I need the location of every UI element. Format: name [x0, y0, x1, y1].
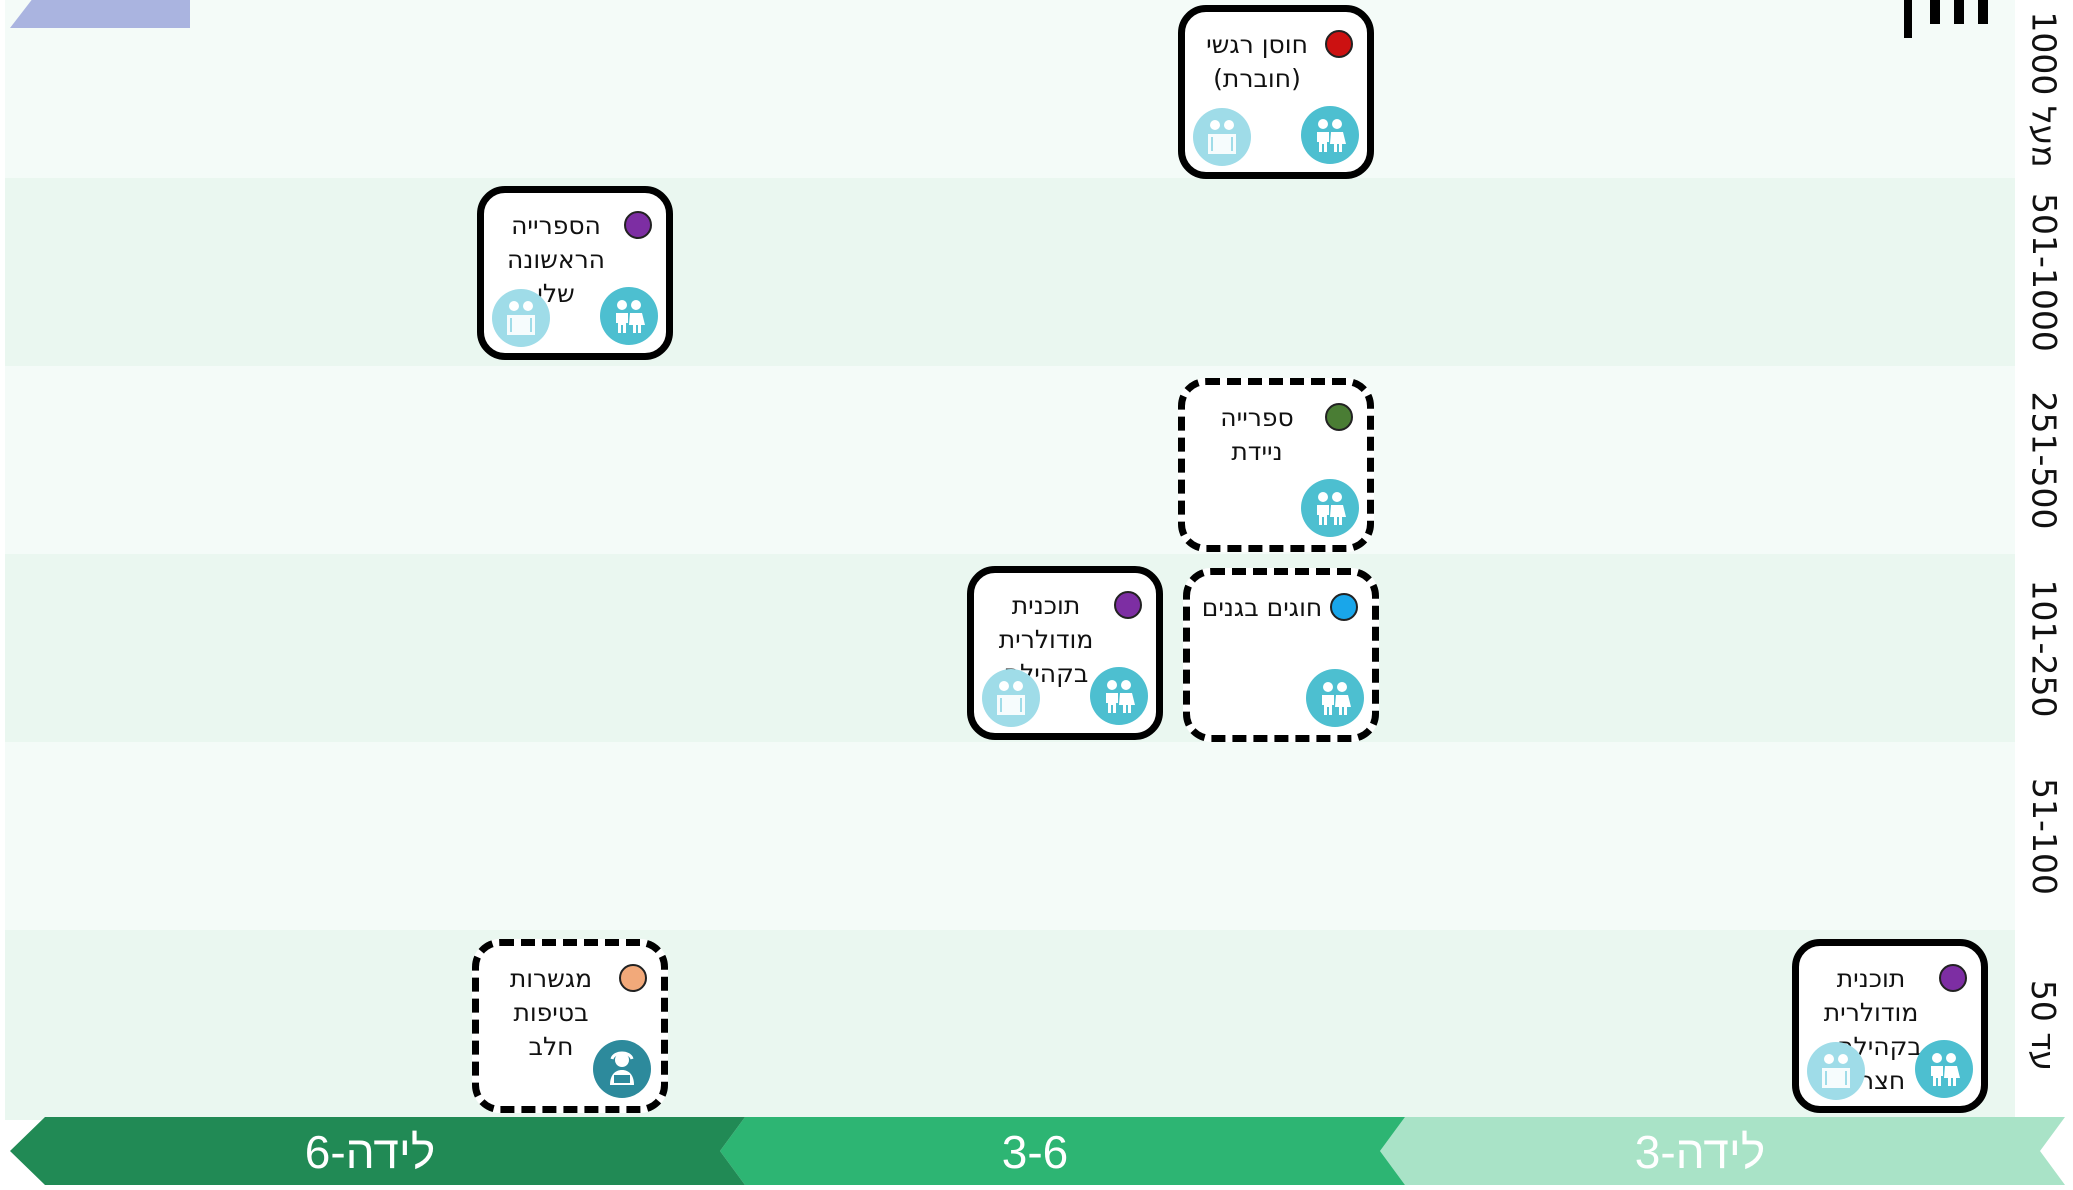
program-title: תוכנית מודולרית בקהילה	[998, 591, 1094, 688]
age-label-birth-6: לידה-6	[304, 1126, 436, 1178]
parents-icon	[492, 289, 550, 347]
row-label-101-250: 101-250	[2024, 579, 2064, 717]
row-label-up-to-50: עד 50	[2024, 979, 2064, 1071]
program-title: חוסן רגשי (חוברת)	[1206, 30, 1308, 93]
age-label-3-6: 3-6	[1001, 1126, 1069, 1178]
children-icon	[1915, 1040, 1973, 1098]
age-arrow-3-6	[720, 1117, 1405, 1185]
parents-icon	[982, 669, 1040, 727]
program-title: מגשרות בטיפות חלב	[509, 964, 593, 1061]
row-label-501-1000: 501-1000	[2024, 192, 2064, 352]
program-title: הספרייה הראשונה שלי	[506, 211, 606, 308]
nurse-icon	[593, 1040, 651, 1098]
age-arrow-birth-3	[1380, 1117, 2065, 1185]
age-axis-arrows	[10, 1117, 2065, 1185]
age-arrow-birth-6	[10, 1117, 745, 1185]
category-dot	[1939, 964, 1967, 992]
row-band-51-100	[5, 742, 2015, 930]
children-icon	[600, 287, 658, 345]
category-dot	[1114, 591, 1142, 619]
children-icon	[1301, 479, 1359, 537]
category-dot	[624, 211, 652, 239]
children-icon	[1090, 667, 1148, 725]
parents-icon	[1807, 1042, 1865, 1100]
row-label-above-1000: מעל 1000	[2024, 10, 2064, 168]
top-left-shape	[10, 0, 190, 28]
program-card-kindergarten-clubs[interactable]: חוגים בגנים	[1183, 568, 1379, 742]
program-card-emotional-resilience[interactable]: חוסן רגשי (חוברת)	[1178, 5, 1374, 179]
program-card-modular-community[interactable]: תוכנית מודולרית בקהילה	[967, 566, 1163, 740]
program-card-modular-community-yards[interactable]: תוכנית מודולרית בקהילה - חצרות	[1792, 939, 1988, 1113]
row-band-501-1000	[5, 178, 2015, 366]
row-label-251-500: 251-500	[2024, 391, 2064, 529]
top-right-icon	[1900, 0, 1992, 38]
program-card-my-first-library[interactable]: הספרייה הראשונה שלי	[477, 186, 673, 360]
row-band-251-500	[5, 366, 2015, 554]
program-title: ספרייה ניידת	[1220, 403, 1294, 466]
row-band-up-to-50	[5, 930, 2015, 1120]
children-icon	[1306, 669, 1364, 727]
program-card-mediators-clinics[interactable]: מגשרות בטיפות חלב	[472, 939, 668, 1113]
program-card-mobile-library[interactable]: ספרייה ניידת	[1178, 378, 1374, 552]
children-icon	[1301, 106, 1359, 164]
age-label-birth-3: לידה-3	[1634, 1126, 1766, 1178]
category-dot	[1330, 593, 1358, 621]
program-title: חוגים בגנים	[1201, 593, 1323, 622]
parents-icon	[1193, 108, 1251, 166]
category-dot	[1325, 403, 1353, 431]
category-dot	[1325, 30, 1353, 58]
row-band-above-1000	[5, 0, 2015, 178]
category-dot	[619, 964, 647, 992]
row-label-51-100: 51-100	[2024, 777, 2064, 895]
